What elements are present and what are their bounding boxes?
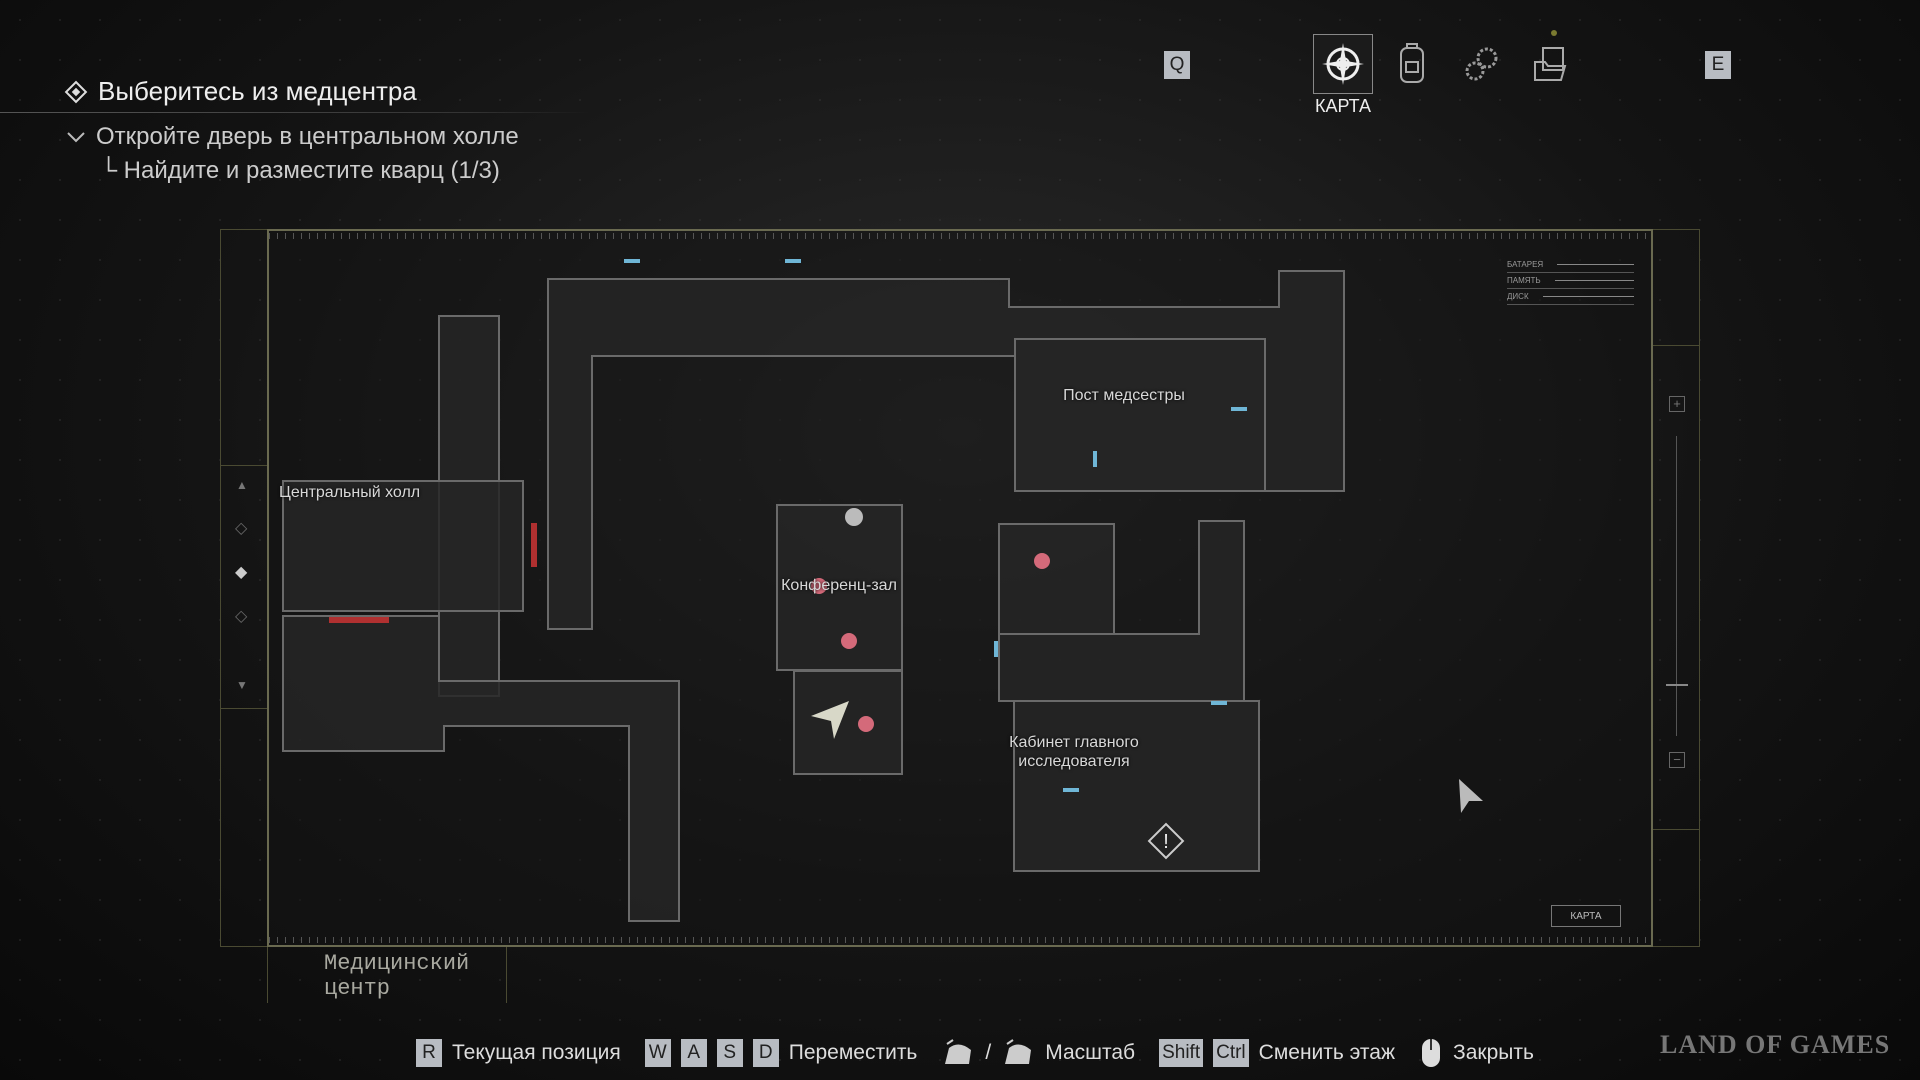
door-icon [1063, 788, 1079, 792]
area-name-line2: центр [324, 976, 391, 1001]
controls-bar: R Текущая позиция W A S D Переместить / … [416, 1037, 1548, 1069]
zoom-slider[interactable]: + − [1653, 345, 1700, 830]
player-arrow-icon [811, 701, 849, 739]
watermark: LAND OF GAMES [1660, 1030, 1891, 1059]
key-w: W [644, 1039, 671, 1067]
map-mode-button[interactable]: КАРТА [1551, 905, 1621, 927]
zoom-track [1676, 436, 1677, 736]
objective-title-text: Выберитесь из медцентра [98, 76, 417, 106]
legend-label: БАТАРЕЯ [1507, 260, 1544, 269]
gears-icon [1465, 47, 1498, 81]
change-floor-label: Сменить этаж [1258, 1041, 1396, 1064]
tab-inventory[interactable] [1382, 34, 1442, 94]
objective-subsub-text: Найдите и разместите кварц (1/3) [123, 157, 500, 184]
map-legend: БАТАРЕЯ ПАМЯТЬ ДИСК [1507, 257, 1634, 305]
mouse-icon [1422, 1039, 1441, 1067]
floor-current-icon[interactable]: ◆ [235, 564, 248, 581]
locked-door-icon [531, 523, 537, 567]
map-view[interactable]: ! Пост медсестры Центральный холл Конфер… [267, 229, 1653, 947]
key-d: D [752, 1039, 779, 1067]
key-a: A [680, 1039, 707, 1067]
door-icon [785, 259, 801, 263]
east-room [998, 523, 1115, 635]
objective-sub-text: Откройте дверь в центральном холле [96, 123, 519, 150]
legend-row: БАТАРЕЯ [1507, 257, 1634, 273]
objective-title: Выберитесь из медцентра [64, 76, 417, 107]
office [1013, 700, 1260, 872]
door-icon [1231, 407, 1247, 411]
zoom-handle[interactable] [1666, 684, 1688, 686]
key-r[interactable]: R [416, 1039, 442, 1067]
legend-row: ДИСК [1507, 289, 1634, 305]
red-herb-icon [841, 633, 857, 649]
prev-tab-key[interactable]: Q [1164, 51, 1190, 79]
floor-diamond-icon[interactable]: ◇ [235, 608, 248, 625]
divider [0, 112, 590, 113]
area-name-frame [267, 947, 507, 1003]
item-marker-icon [845, 508, 863, 526]
current-position-label: Текущая позиция [452, 1041, 621, 1064]
east-corridor [998, 520, 1245, 702]
close-label[interactable]: Закрыть [1453, 1041, 1534, 1064]
mouse-wheel-icon [1005, 1039, 1032, 1064]
room-label-nurse: Пост медсестры [1063, 387, 1185, 404]
central-hall [282, 480, 524, 612]
west-corridor [282, 615, 680, 922]
objective-diamond-icon [64, 80, 88, 103]
room-label-hall: Центральный холл [279, 484, 421, 501]
zoom-label: Масштаб [1045, 1041, 1136, 1064]
room-label-conference: Конференц-зал [781, 577, 897, 594]
conference-room [776, 504, 903, 671]
door-icon [624, 259, 640, 263]
move-label: Переместить [788, 1041, 918, 1064]
area-name-line1: Медицинский [324, 951, 470, 976]
legend-label: ДИСК [1507, 292, 1529, 301]
floor-selector: ▲ ◇ ◆ ◇ ▼ [220, 465, 267, 709]
legend-label: ПАМЯТЬ [1507, 276, 1541, 285]
cursor-icon [1459, 779, 1483, 813]
door-icon [994, 641, 998, 657]
key-ctrl: Ctrl [1213, 1039, 1249, 1067]
door-icon [1093, 451, 1097, 467]
room-label-office: Кабинет главного исследователя [1009, 734, 1139, 770]
floor-plan: ! [282, 259, 1483, 922]
locked-door-icon [329, 617, 389, 623]
zoom-out-icon[interactable]: − [1669, 752, 1685, 768]
red-herb-icon [858, 716, 874, 732]
backpack-icon [1400, 43, 1424, 83]
compass-icon [1322, 43, 1364, 85]
floor-up-icon[interactable]: ▲ [236, 478, 248, 492]
notification-dot [1551, 30, 1557, 36]
objective-sub: Откройте дверь в центральном холле [66, 123, 519, 151]
red-herb-icon [811, 578, 827, 594]
svg-text:!: ! [1163, 831, 1169, 853]
zoom-in-icon[interactable]: + [1669, 396, 1685, 412]
key-shift: Shift [1159, 1039, 1204, 1067]
slash: / [985, 1041, 992, 1064]
floor-diamond-icon[interactable]: ◇ [235, 520, 248, 537]
small-room [793, 670, 903, 775]
objective-marker-icon: ! [1147, 822, 1185, 860]
tab-map[interactable] [1313, 34, 1373, 94]
key-s: S [716, 1039, 743, 1067]
tab-map-label: КАРТА [1314, 96, 1372, 116]
mouse-wheel-icon [945, 1039, 972, 1064]
tab-files[interactable] [1521, 34, 1581, 94]
floor-down-icon[interactable]: ▼ [236, 678, 248, 692]
nurse-station [1014, 338, 1266, 492]
herb-markers [811, 553, 1050, 732]
legend-row: ПАМЯТЬ [1507, 273, 1634, 289]
next-tab-key[interactable]: E [1705, 51, 1731, 79]
objective-subsub: └ Найдите и разместите кварц (1/3) [100, 157, 500, 184]
chevron-down-icon [67, 132, 85, 143]
red-herb-icon [1034, 553, 1050, 569]
tab-settings[interactable] [1452, 34, 1512, 94]
door-icon [1211, 701, 1227, 705]
files-icon [1534, 47, 1567, 81]
